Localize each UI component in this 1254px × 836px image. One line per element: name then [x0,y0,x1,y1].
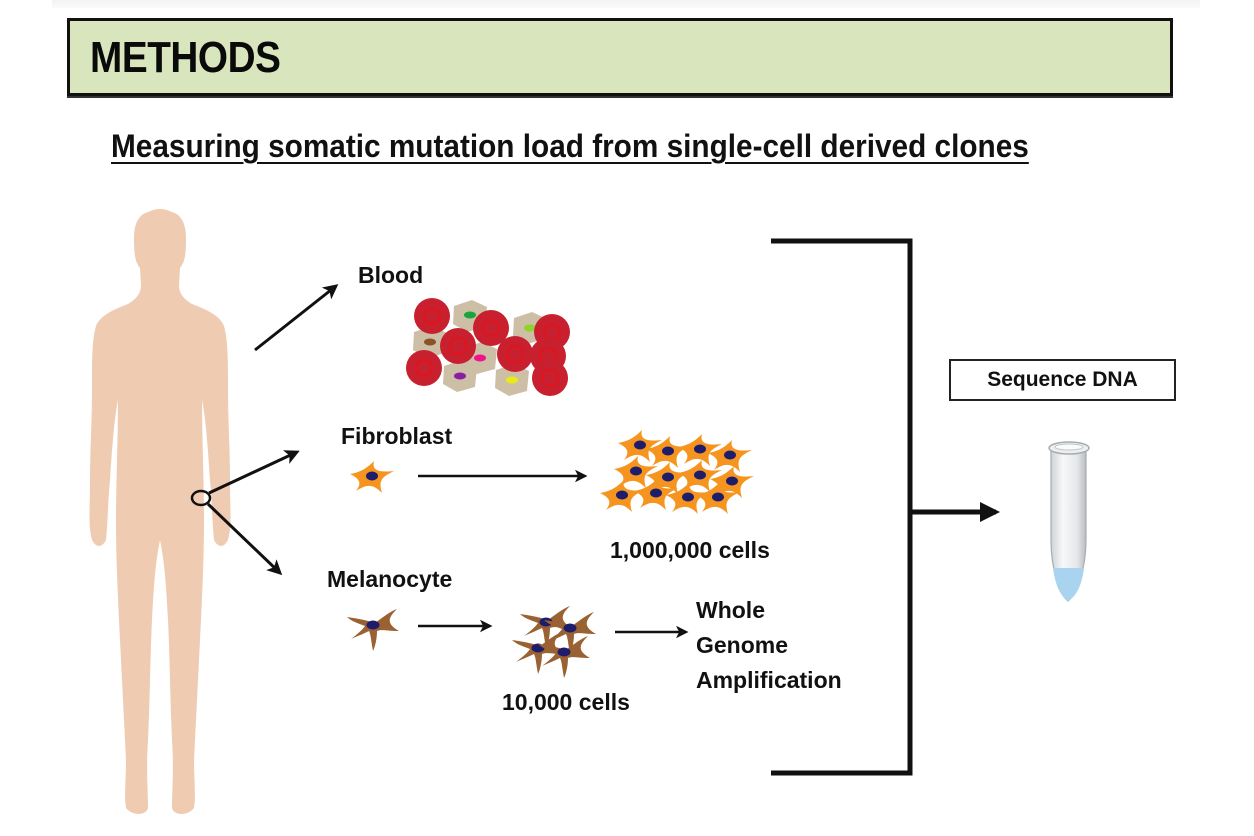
header-title: METHODS [90,33,281,82]
sample-tube-icon [1048,441,1090,602]
methods-header: METHODS [67,18,1173,96]
wga-label-line1: Whole [696,597,765,623]
melanocyte-label: Melanocyte [327,566,453,592]
top-strip [52,0,1200,8]
wga-label-line3: Amplification [696,667,842,693]
biopsy-site-icon [190,489,212,507]
melanocyte-single-icon [347,609,399,651]
fibroblast-colony-icon [600,430,754,514]
fibroblast-label: Fibroblast [341,423,453,449]
blood-cells-icon [405,297,571,397]
fibroblast-single-icon [350,461,394,493]
wga-label-line2: Genome [696,632,789,658]
merge-bracket [771,238,913,776]
human-body-icon [89,209,231,814]
fibroblast-count-label: 1,000,000 cells [610,537,770,563]
melanocyte-count-label: 10,000 cells [502,689,630,715]
arrow-to-fibroblast [208,450,300,495]
sequence-dna-label: Sequence DNA [987,368,1138,391]
arrow-to-melanocyte [206,502,283,576]
melanocyte-colony-icon [512,606,596,678]
arrow-to-blood [254,284,339,352]
diagram-subtitle: Measuring somatic mutation load from sin… [111,128,1029,164]
blood-label: Blood [358,262,424,288]
sequence-dna-box: Sequence DNA [949,359,1176,401]
